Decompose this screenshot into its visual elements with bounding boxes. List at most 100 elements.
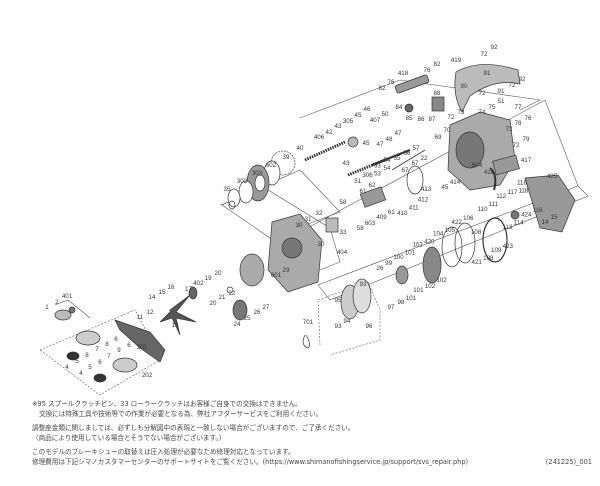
part-number-label: 305	[343, 118, 354, 125]
part-number-label: 87	[429, 116, 436, 123]
part-401	[68, 306, 76, 314]
part-number-label: 40	[297, 145, 304, 152]
part-number-label: 88	[434, 90, 441, 97]
part-number-label: 414	[450, 179, 461, 186]
part-number-label: 106	[463, 215, 474, 222]
part-number-label: 72	[481, 51, 488, 58]
part-number-label: 113	[502, 224, 512, 231]
part-number-label: 13	[172, 322, 179, 329]
part-number-label: 2	[55, 299, 59, 306]
knob-cap-4-upper	[66, 351, 80, 361]
part-number-label: 47	[377, 141, 384, 148]
part-number-label: 101	[405, 249, 416, 256]
part-number-label: 601	[271, 272, 282, 279]
part-number-label: 94	[344, 318, 351, 325]
part-number-label: 47	[395, 130, 402, 137]
part-number-label: 17	[185, 286, 192, 293]
part-number-label: 55	[394, 155, 401, 162]
part-number-label: 82	[434, 61, 441, 68]
part-number-label: 420	[424, 238, 435, 245]
part-number-label: 77	[515, 104, 522, 111]
part-number-label: 26	[377, 265, 384, 272]
part-number-label: 57	[413, 145, 420, 152]
part-number-label: 56	[404, 150, 411, 157]
part-number-label: 75	[489, 104, 496, 111]
part-number-label: 27	[263, 304, 270, 311]
part-number-label: 102	[436, 277, 447, 284]
part-number-label: 58	[357, 225, 364, 232]
part-number-label: 11	[137, 314, 144, 321]
part-number-label: 101	[406, 295, 417, 302]
part-number-label: 93	[335, 323, 342, 330]
part-number-label: 7	[95, 346, 99, 353]
side-plate-hub	[281, 237, 303, 259]
part-number-label: 95	[335, 297, 342, 304]
part-number-label: 404	[337, 249, 348, 256]
part-number-label: 4	[65, 364, 69, 371]
ring-105	[454, 222, 476, 264]
part-number-label: 67	[402, 167, 409, 174]
part-number-label: 19	[205, 275, 212, 282]
part-number-label: 110	[478, 206, 488, 213]
part-number-label: 76	[424, 67, 431, 74]
part-number-label: 306	[362, 172, 373, 179]
part-number-label: 39	[283, 154, 290, 161]
note-line-1: ※95 スプールクラッチピン、33 ローラークラッチはお客様ご自身での交換はでき…	[32, 400, 302, 408]
part-number-label: 67	[412, 160, 419, 167]
part-number-label: 4	[79, 370, 83, 377]
part-number-label: 15	[159, 289, 166, 296]
part-number-label: 8	[105, 341, 109, 348]
part-57	[391, 149, 426, 171]
part-number-label: 97	[388, 304, 395, 311]
part-number-label: 6	[127, 342, 131, 349]
part-number-label: 114	[514, 219, 524, 226]
note-line-2: 交換には特殊工具や技術等での作業が必要となる為、弊社アフターサービスをご利用くだ…	[39, 409, 323, 418]
part-number-label: 15	[551, 214, 558, 221]
nut-plate-1	[54, 309, 72, 321]
part-number-label: 45	[363, 140, 370, 147]
part-number-label: 604	[472, 162, 483, 169]
part-number-label: 70	[444, 127, 451, 134]
part-number-label: 9	[117, 347, 121, 354]
part-number-label: 92	[491, 44, 498, 51]
clip-701	[302, 334, 310, 349]
part-number-label: 701	[303, 319, 314, 326]
part-number-label: 76	[388, 79, 395, 86]
note-line-6: 修理費用は下記シマノカスタマーセンターのサポートサイトをご覧ください。(http…	[32, 457, 469, 466]
part-number-label: 99	[385, 260, 392, 267]
part-number-label: 92	[519, 76, 526, 83]
ring-35	[228, 200, 236, 210]
part-number-label: 72	[509, 82, 516, 89]
shaft-406	[304, 140, 346, 162]
pinion-62	[359, 186, 387, 208]
part-number-label: 20	[215, 270, 222, 277]
part-number-label: 423	[503, 243, 514, 250]
part-number-label: 61	[360, 188, 367, 195]
part-number-label: 46	[364, 106, 371, 113]
handle-knob-8-upper	[75, 330, 101, 346]
part-number-label: 53	[374, 163, 381, 170]
part-number-label: 7	[107, 353, 111, 360]
part-number-label: 29	[283, 267, 290, 274]
part-number-label: 1	[45, 304, 49, 311]
part-number-label: 32	[316, 210, 323, 217]
part-number-label: 5	[88, 364, 92, 371]
part-number-label: 108	[483, 255, 494, 262]
part-number-label: 118	[517, 180, 527, 187]
part-number-label: 45	[355, 112, 362, 119]
part-114	[510, 210, 520, 220]
part-number-label: 84	[396, 104, 403, 111]
part-number-label: 425	[547, 173, 558, 180]
side-cover-419	[454, 64, 521, 113]
part-number-label: 51	[498, 98, 505, 105]
part-number-label: 45	[442, 184, 449, 191]
part-number-label: 96	[366, 323, 373, 330]
part-number-label: 24	[234, 321, 241, 328]
note-line-5: このモデルのブレーキシューの取替えは圧入処理が必要なため修理対応となっています。	[32, 448, 295, 457]
part-number-label: 104	[433, 231, 444, 238]
part-number-label: 14	[149, 294, 156, 301]
part-number-label: 78	[515, 120, 522, 127]
spool-flange	[352, 278, 372, 314]
ring-104	[441, 226, 463, 268]
